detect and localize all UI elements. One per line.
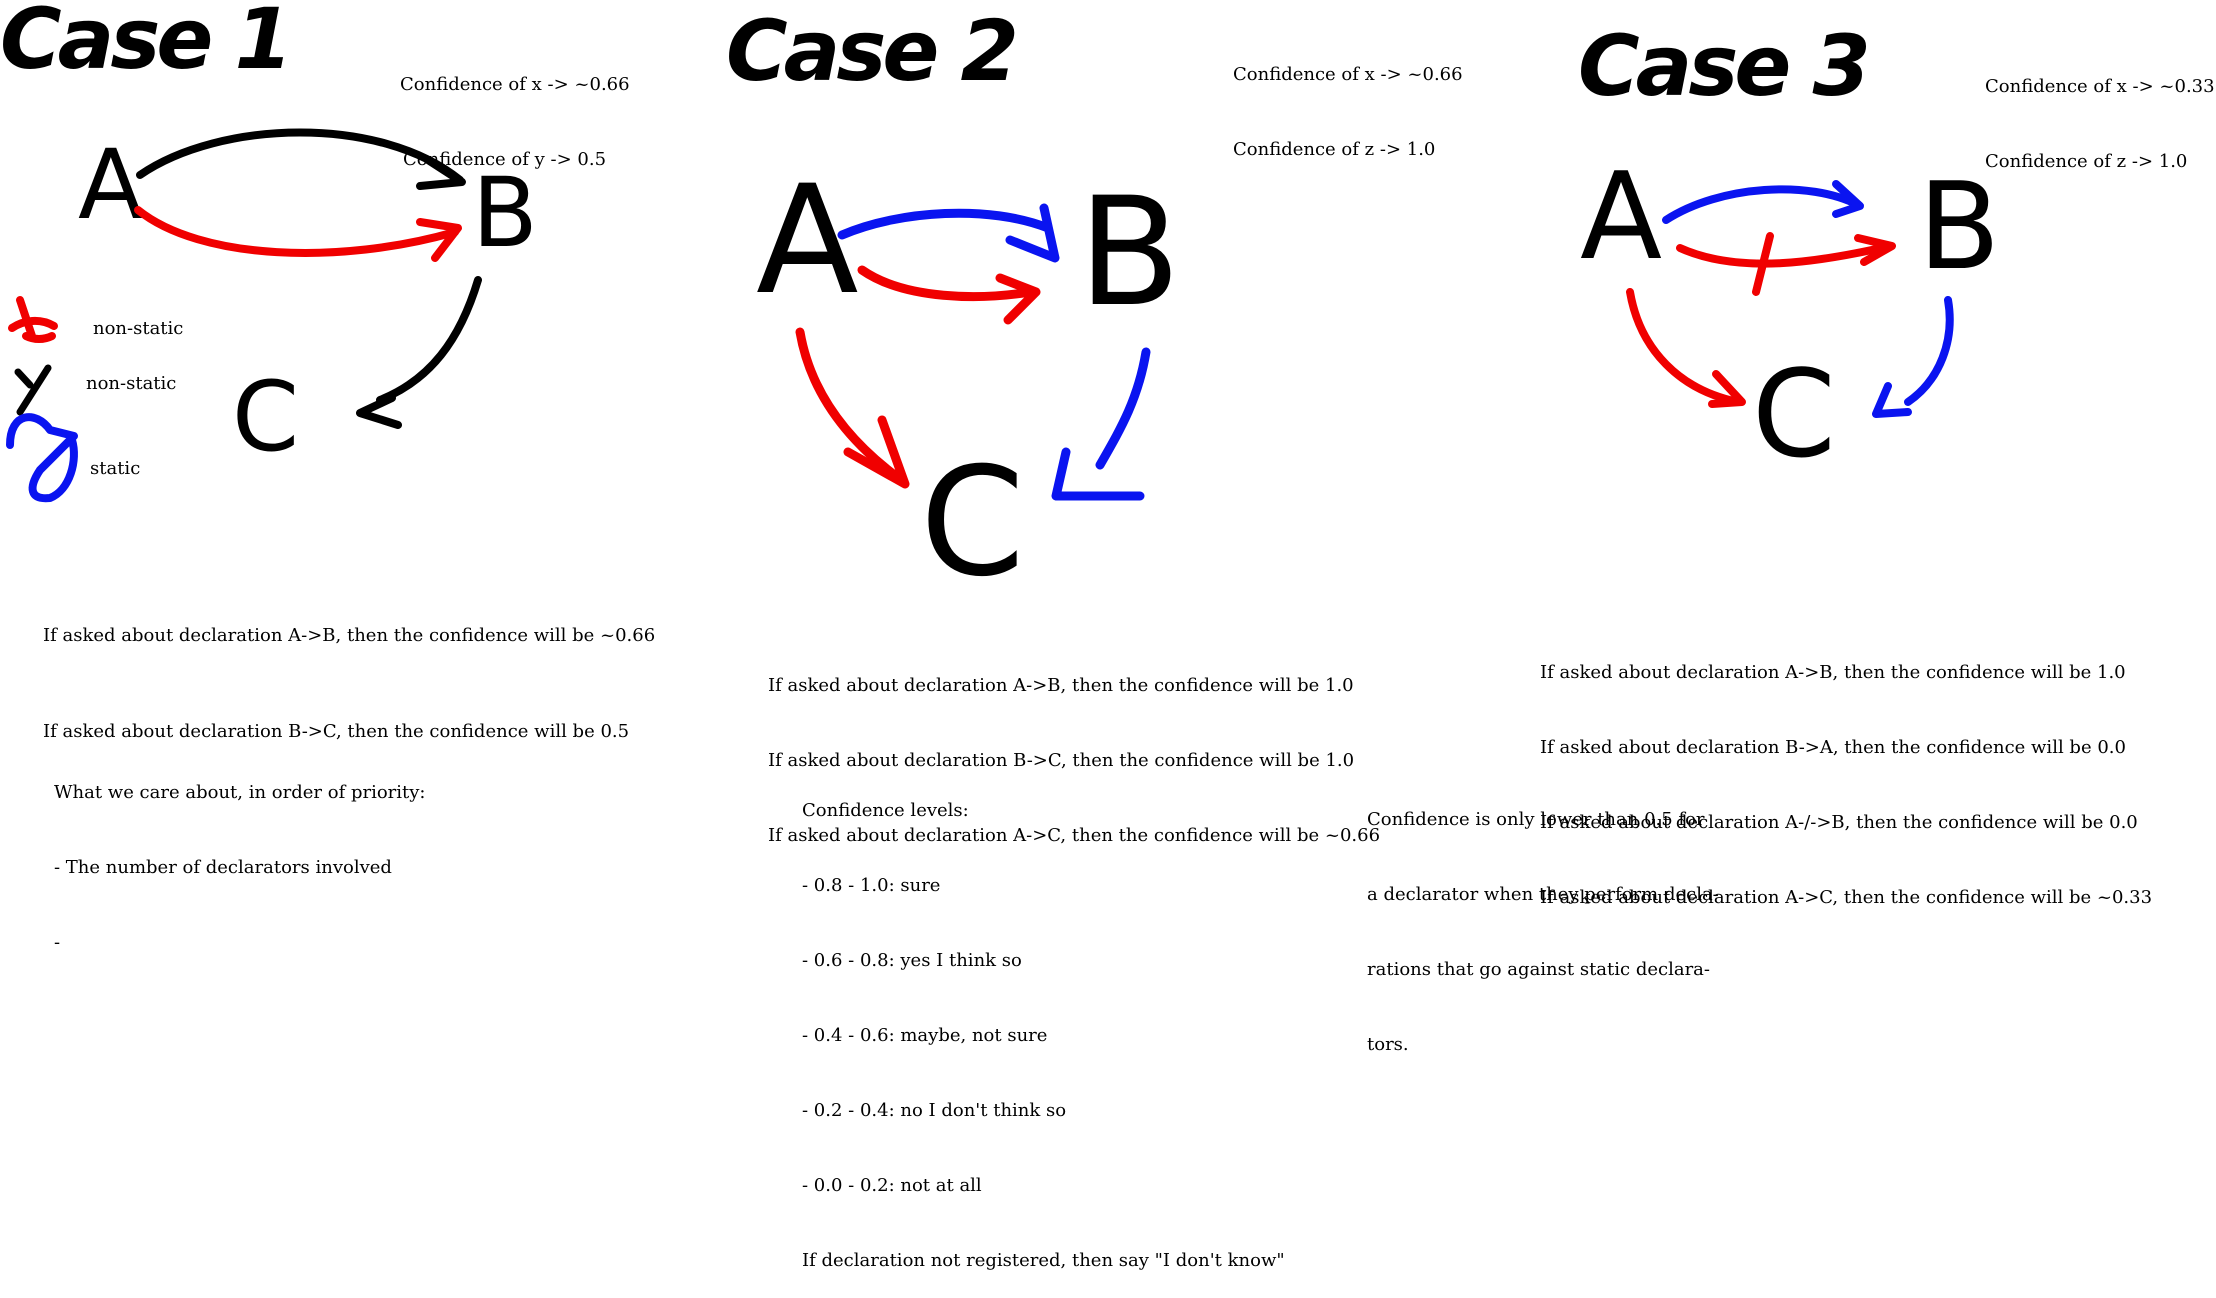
- case-1-question-1: If asked about declaration A->B, then th…: [43, 625, 656, 646]
- case-3-question-2: If asked about declaration B->A, then th…: [1540, 737, 2126, 758]
- case-3-questions: If asked about declaration A->B, then th…: [1540, 610, 2152, 935]
- case-2-question-3: If asked about declaration A->C, then th…: [768, 825, 1381, 846]
- static-note-line-2: a declarator when they perform decla-: [1367, 884, 1719, 905]
- case-3-arrowhead-bc-blue: [1872, 382, 1912, 418]
- case-3-arrowhead-ac-red: [1708, 370, 1746, 408]
- case-2-arrow-bc-blue: [1095, 347, 1151, 470]
- case-3-negation-strike: [1752, 232, 1774, 296]
- case-2-questions: If asked about declaration A->B, then th…: [768, 623, 1380, 873]
- case-1-confidence-y: Confidence of y -> 0.5: [403, 149, 607, 170]
- case-2-question-1: If asked about declaration A->B, then th…: [768, 675, 1354, 696]
- case-3-node-a: A: [1580, 148, 1662, 287]
- case-3-confidence-x: Confidence of x -> ~0.33: [1985, 76, 2215, 97]
- case-2-arrowhead-ac-red: [843, 415, 910, 489]
- case-3-node-b: B: [1918, 158, 2000, 297]
- case-2-nodes: A B C: [756, 154, 1181, 610]
- case-1-node-a: A: [78, 129, 144, 241]
- case-2-node-b: B: [1078, 166, 1181, 340]
- case-3-confidence-z: Confidence of z -> 1.0: [1985, 151, 2188, 172]
- case-2-confidence-z: Confidence of z -> 1.0: [1233, 139, 1436, 160]
- case-1-confidence: Confidence of x -> ~0.66 Confidence of y…: [400, 22, 630, 197]
- case-2-node-a: A: [756, 154, 859, 328]
- case-2-arrowhead-ab-blue: [1005, 203, 1060, 263]
- static-note-line-1: Confidence is only lower than 0.5 for: [1367, 809, 1705, 830]
- legend-x-mark: [8, 296, 58, 343]
- confidence-level-2: - 0.6 - 0.8: yes I think so: [802, 950, 1022, 971]
- case-3-question-1: If asked about declaration A->B, then th…: [1540, 662, 2126, 683]
- legend-y-mark: [14, 364, 52, 416]
- confidence-levels-footer: If declaration not registered, then say …: [802, 1250, 1285, 1271]
- case-1-title: Case 1: [0, 0, 293, 88]
- case-1-arrow-ab-red: [134, 206, 459, 257]
- case-1-arrowhead-ab-black: [416, 156, 466, 190]
- whiteboard-drawing: Case 1 A B C Case 2 A B C: [0, 0, 2000, 610]
- case-2-confidence-x: Confidence of x -> ~0.66: [1233, 64, 1463, 85]
- legend-z-label: static: [90, 458, 141, 479]
- case-3-title-text: Case 3: [1578, 17, 1867, 115]
- case-1-node-b: B: [472, 157, 538, 269]
- confidence-level-5: - 0.0 - 0.2: not at all: [802, 1175, 982, 1196]
- case-1-question-2: If asked about declaration B->C, then th…: [43, 721, 630, 742]
- static-note-line-4: tors.: [1367, 1034, 1409, 1055]
- case-2-arrow-ac-red: [795, 327, 909, 487]
- static-note: Confidence is only lower than 0.5 for a …: [1367, 757, 1719, 1082]
- case-1-arrowhead-ab-red: [416, 218, 462, 262]
- case-2-confidence: Confidence of x -> ~0.66 Confidence of z…: [1233, 12, 1463, 187]
- case-2-arrowhead-ab-red: [995, 273, 1041, 325]
- case-1-diagram: Case 1 A B C: [0, 0, 538, 473]
- case-3-confidence: Confidence of x -> ~0.33 Confidence of z…: [1985, 24, 2215, 199]
- confidence-level-3: - 0.4 - 0.6: maybe, not sure: [802, 1025, 1048, 1046]
- priorities-item-2: -: [54, 932, 61, 953]
- confidence-levels-block: Confidence levels: - 0.8 - 1.0: sure - 0…: [802, 748, 1285, 1298]
- case-2-arrow-ab-red: [857, 265, 1035, 302]
- case-2-arrow-ab-blue: [837, 208, 1053, 240]
- case-2-title-text: Case 2: [726, 2, 1015, 100]
- case-3-nodes: A B C: [1580, 148, 2000, 485]
- case-3-arrow-bc-blue: [1904, 296, 1954, 406]
- case-1-nodes: A B C: [78, 129, 538, 473]
- case-1-title-text: Case 1: [0, 0, 289, 88]
- priorities-block: What we care about, in order of priority…: [54, 730, 426, 980]
- case-3-node-c: C: [1752, 346, 1836, 485]
- case-1-confidence-x: Confidence of x -> ~0.66: [400, 74, 630, 95]
- case-3-arrowhead-ab-blue: [1832, 180, 1864, 218]
- case-1-arrow-bc-black: [376, 276, 482, 404]
- priorities-heading: What we care about, in order of priority…: [54, 782, 426, 803]
- case-3-arrow-ac-red: [1626, 288, 1742, 406]
- case-1-questions: If asked about declaration A->B, then th…: [43, 556, 655, 780]
- legend-z-mark: [6, 413, 78, 503]
- case-3-diagram: Case 3 A B C: [1578, 17, 2000, 485]
- case-2-arrowhead-bc-blue: [1051, 447, 1145, 501]
- legend-x-label: non-static: [93, 318, 184, 339]
- case-3-arrowhead-ab-red: [1854, 234, 1896, 266]
- legend-marks: [6, 296, 78, 503]
- case-3-arrow-ab-blue: [1662, 185, 1862, 224]
- priorities-item-1: - The number of declarators involved: [54, 857, 392, 878]
- static-note-line-3: rations that go against static declara-: [1367, 959, 1710, 980]
- legend-y-label: non-static: [86, 373, 177, 394]
- confidence-level-4: - 0.2 - 0.4: no I don't think so: [802, 1100, 1067, 1121]
- case-3-arrow-ab-red: [1676, 242, 1894, 268]
- case-3-question-3: If asked about declaration A-/->B, then …: [1540, 812, 2138, 833]
- case-3-question-4: If asked about declaration A->C, then th…: [1540, 887, 2153, 908]
- case-2-question-2: If asked about declaration B->C, then th…: [768, 750, 1355, 771]
- case-1-node-c: C: [232, 361, 299, 473]
- case-2-diagram: Case 2 A B C: [726, 2, 1181, 610]
- case-1-arrowhead-bc-black: [356, 394, 402, 429]
- case-2-title: Case 2: [726, 2, 1019, 100]
- case-2-node-c: C: [920, 436, 1025, 610]
- confidence-levels-heading: Confidence levels:: [802, 800, 969, 821]
- confidence-level-1: - 0.8 - 1.0: sure: [802, 875, 941, 896]
- case-3-title: Case 3: [1578, 17, 1871, 115]
